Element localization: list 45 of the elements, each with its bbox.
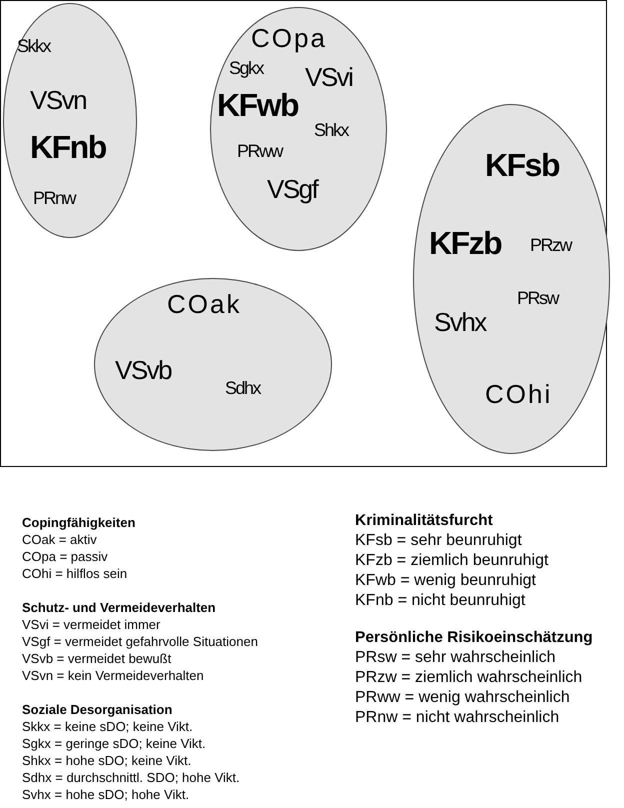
legend-entry: KFzb = ziemlich beunruhigt	[355, 551, 550, 571]
legend-entry: Shkx = hohe sDO; keine Vikt.	[22, 752, 192, 769]
legend-entry: PRzw = ziemlich wahrscheinlich	[355, 668, 584, 688]
legend-entry: PRnw = nicht wahrscheinlich	[355, 708, 560, 728]
code-label: VSvn	[30, 87, 86, 113]
code-label: Sgkx	[229, 59, 264, 77]
legend-heading: Soziale Desorganisation	[22, 701, 174, 718]
code-label: KFsb	[485, 149, 559, 181]
legend-heading: Persönliche Risikoeinschätzung	[355, 628, 593, 648]
legend-entry: COhi = hilflos sein	[22, 565, 128, 582]
legend-entry: Sdhx = durchschnittl. SDO; hohe Vikt.	[22, 769, 241, 786]
legend-entry: COak = aktiv	[22, 531, 98, 548]
code-label: PRnw	[33, 189, 76, 207]
legend-entry: PRww = wenig wahrscheinlich	[355, 688, 571, 708]
legend-entry: Sgkx = geringe sDO; keine Vikt.	[22, 735, 207, 752]
code-label: COhi	[485, 381, 552, 407]
legend-heading: Kriminalitätsfurcht	[355, 511, 494, 531]
code-label: PRww	[237, 142, 282, 160]
legend-entry: KFnb = nicht beunruhigt	[355, 591, 526, 611]
legend-entry: VSvn = kein Vermeideverhalten	[22, 667, 205, 684]
legend-entry: COpa = passiv	[22, 548, 109, 565]
legend-heading: Copingfähigkeiten	[22, 514, 136, 531]
code-label: KFzb	[429, 227, 502, 259]
legend-entry: VSgf = vermeidet gefahrvolle Situationen	[22, 633, 258, 650]
code-label: Sdhx	[225, 379, 260, 397]
code-label: COpa	[251, 25, 327, 51]
code-label: COak	[167, 291, 242, 317]
legend-entry: Svhx = hohe sDO; hohe Vikt.	[22, 786, 190, 803]
code-label: Svhx	[434, 309, 486, 335]
legend-entry: PRsw = sehr wahrscheinlich	[355, 648, 557, 668]
code-label: PRzw	[530, 236, 572, 254]
legend-entry: KFsb = sehr beunruhigt	[355, 531, 523, 551]
code-label: KFwb	[217, 89, 298, 121]
code-label: Shkx	[314, 121, 348, 139]
code-label: VSvi	[305, 64, 352, 90]
code-label: KFnb	[30, 131, 106, 163]
legend-entry: KFwb = wenig beunruhigt	[355, 571, 537, 591]
legend-heading: Schutz- und Vermeideverhalten	[22, 599, 217, 616]
legend-entry: VSvb = vermeidet bewußt	[22, 650, 172, 667]
legend-entry: Skkx = keine sDO; keine Vikt.	[22, 718, 194, 735]
code-label: VSgf	[267, 176, 318, 202]
legend-entry: VSvi = vermeidet immer	[22, 616, 162, 633]
code-label: VSvb	[115, 357, 172, 383]
code-label: PRsw	[517, 289, 558, 307]
code-label: Skkx	[17, 37, 50, 55]
